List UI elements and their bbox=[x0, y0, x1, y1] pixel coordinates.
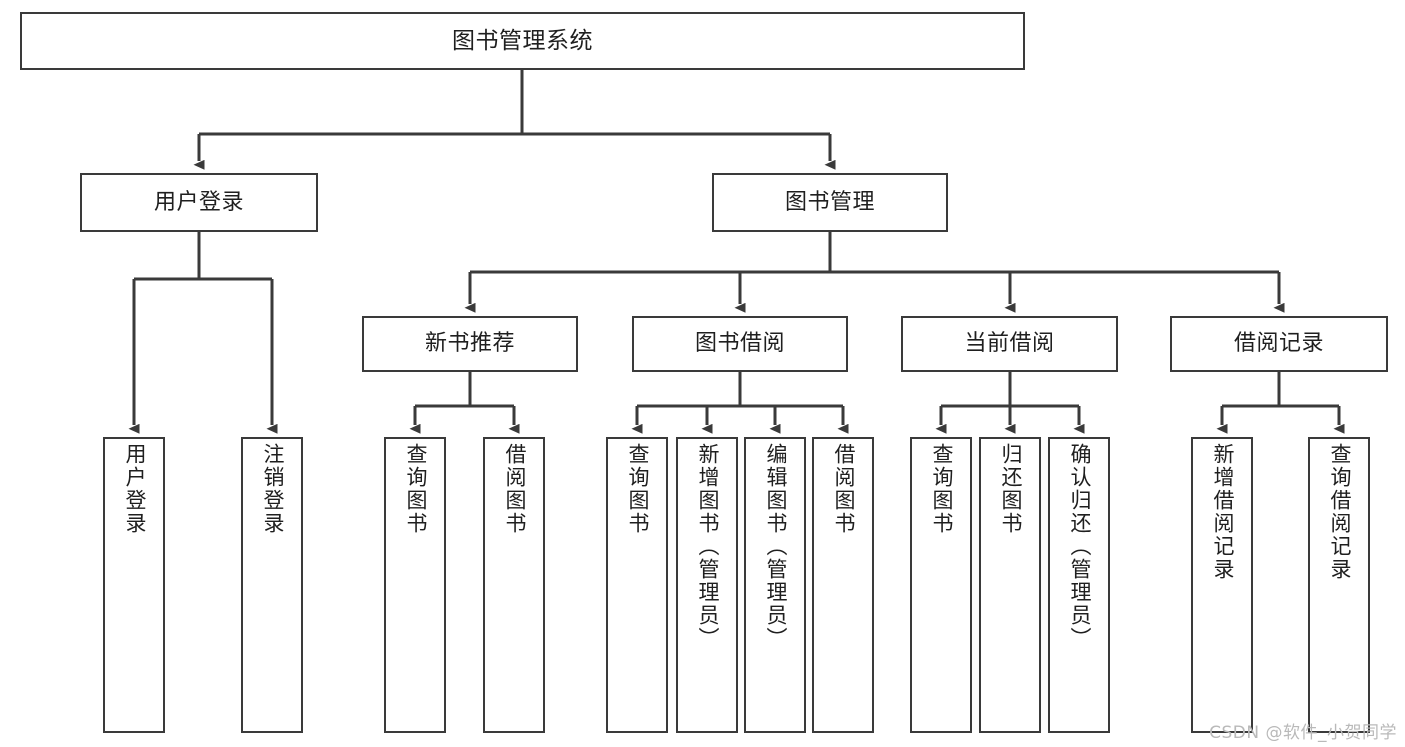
node-book-management[interactable]: 图书管理 bbox=[712, 173, 948, 232]
node-label: 编辑图书（管理员） bbox=[763, 443, 788, 650]
node-current-borrow[interactable]: 当前借阅 bbox=[901, 316, 1118, 372]
node-leaf-user-login[interactable]: 用户登录 bbox=[103, 437, 165, 733]
node-label: 确认归还（管理员） bbox=[1067, 443, 1092, 650]
node-label: 图书管理 bbox=[784, 189, 875, 215]
node-label: 新增借阅记录 bbox=[1210, 443, 1235, 581]
node-label: 图书借阅 bbox=[694, 331, 785, 357]
node-label: 当前借阅 bbox=[964, 331, 1055, 357]
node-user-login[interactable]: 用户登录 bbox=[80, 173, 318, 232]
node-root-book-management-system[interactable]: 图书管理系统 bbox=[20, 12, 1025, 70]
node-leaf-query-book-current[interactable]: 查询图书 bbox=[910, 437, 972, 733]
node-leaf-query-borrow-record[interactable]: 查询借阅记录 bbox=[1308, 437, 1370, 733]
node-book-borrow[interactable]: 图书借阅 bbox=[632, 316, 848, 372]
node-leaf-add-book-admin[interactable]: 新增图书（管理员） bbox=[676, 437, 738, 733]
node-leaf-add-borrow-record[interactable]: 新增借阅记录 bbox=[1191, 437, 1253, 733]
node-label: 新书推荐 bbox=[424, 331, 515, 357]
node-label: 用户登录 bbox=[122, 443, 147, 535]
node-leaf-borrow-book-recommend[interactable]: 借阅图书 bbox=[483, 437, 545, 733]
node-label: 借阅图书 bbox=[831, 443, 856, 535]
node-new-book-recommend[interactable]: 新书推荐 bbox=[362, 316, 578, 372]
node-label: 新增图书（管理员） bbox=[695, 443, 720, 650]
node-leaf-edit-book-admin[interactable]: 编辑图书（管理员） bbox=[744, 437, 806, 733]
node-label: 查询图书 bbox=[403, 443, 428, 535]
node-label: 用户登录 bbox=[153, 189, 244, 215]
node-borrow-record[interactable]: 借阅记录 bbox=[1170, 316, 1388, 372]
node-leaf-confirm-return-admin[interactable]: 确认归还（管理员） bbox=[1048, 437, 1110, 733]
node-leaf-logout[interactable]: 注销登录 bbox=[241, 437, 303, 733]
node-label: 图书管理系统 bbox=[452, 27, 593, 54]
node-label: 查询借阅记录 bbox=[1327, 443, 1352, 581]
node-leaf-query-book-recommend[interactable]: 查询图书 bbox=[384, 437, 446, 733]
node-label: 归还图书 bbox=[998, 443, 1023, 535]
node-leaf-borrow-book[interactable]: 借阅图书 bbox=[812, 437, 874, 733]
node-label: 注销登录 bbox=[260, 443, 285, 535]
node-label: 借阅记录 bbox=[1233, 331, 1324, 357]
watermark: CSDN @软件_小贺同学 bbox=[1209, 723, 1397, 743]
node-label: 查询图书 bbox=[625, 443, 650, 535]
node-leaf-return-book[interactable]: 归还图书 bbox=[979, 437, 1041, 733]
node-label: 借阅图书 bbox=[502, 443, 527, 535]
node-label: 查询图书 bbox=[929, 443, 954, 535]
node-leaf-query-book-borrow[interactable]: 查询图书 bbox=[606, 437, 668, 733]
